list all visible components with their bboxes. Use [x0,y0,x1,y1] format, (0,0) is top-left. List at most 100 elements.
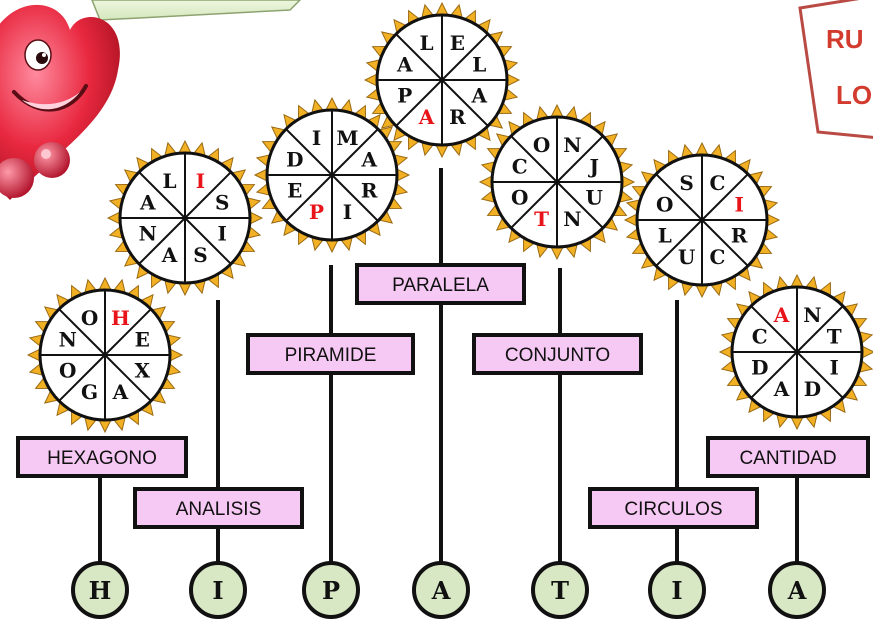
wheel-letter: C [709,245,725,269]
answer-letter: T [551,576,569,605]
wheel-letter: L [163,169,177,193]
wheel-letter: R [449,105,466,129]
wheel-letter: R [361,178,378,202]
answer-circle-shape [531,561,589,619]
answer-letter: A [431,576,451,605]
wheel-letter: A [161,243,178,267]
wheel-letter: N [563,207,581,231]
wheel-letter: J [587,155,598,179]
heart-mascot-illustration [0,5,120,200]
answer-circle-shape [768,561,826,619]
wheel-letter: L [658,223,672,247]
wheel-letter: A [470,83,487,107]
title-box: RU LO [798,0,873,139]
wheel-letter: O [511,185,528,209]
word-label-piramide: PIRAMIDE [246,333,415,375]
answer-circle-3: P [302,561,360,619]
wheel-letter: H [111,306,130,330]
wheel-letter: P [309,200,324,224]
wheel-letter: A [418,105,435,129]
wheel-letter: S [679,171,693,195]
wheel-divider [701,173,749,221]
wheel-divider [556,181,604,229]
wheel-letter: S [215,191,229,215]
wheel-letter: O [59,358,76,382]
wheel-divider [104,354,152,402]
wheel-divider [510,135,558,183]
word-label-cantidad: CANTIDAD [706,436,870,478]
answer-circle-shape [189,561,247,619]
wheel-divider [655,173,703,221]
wheel-letter: C [512,155,528,179]
wheel-letter: E [135,328,150,352]
wheels-layer: HEXAGONOISISANALMARIPEDIELARAPALNJUNTOCO… [26,1,873,434]
word-label-hexagono: HEXAGONO [16,436,188,478]
wheel-letter: U [586,185,603,209]
answer-letter: I [671,576,682,605]
label-text: CONJUNTO [505,345,610,366]
wheel-letter: I [830,355,839,379]
wheel-letter: A [396,53,413,77]
wheel-letter: C [709,171,725,195]
wheel-divider [750,351,798,399]
label-text: PIRAMIDE [285,345,377,366]
answer-circle-7: A [768,561,826,619]
answer-circle-2: I [189,561,247,619]
wheel-divider [655,219,703,267]
wheel-divider [331,174,379,222]
answer-circle-1: H [71,561,129,619]
answer-letter: P [322,576,340,605]
wheel-divider [104,308,152,356]
wheel-divider [138,217,186,265]
wheel-letter: D [286,148,303,172]
wheel-letter: I [343,200,352,224]
wheel-divider [184,171,232,219]
wheel-divider [701,219,749,267]
wheel-letter: N [139,221,157,245]
wheel-letter: E [287,178,302,202]
wheel-letter: M [336,126,358,150]
wheel-letter: E [450,31,465,55]
wheel-letter: I [196,169,205,193]
label-box [133,487,304,529]
word-wheel-hexagono: HEXAGONO [26,276,184,434]
answer-circle-6: I [648,561,706,619]
wheel-divider [441,33,489,81]
wheel-letter: D [804,377,821,401]
wheel-divider [184,217,232,265]
title-line-1: RU [826,24,864,54]
label-text: CIRCULOS [624,499,722,520]
wheel-letter: A [773,377,790,401]
wheel-divider [796,305,844,353]
wheel-divider [750,305,798,353]
label-box [355,263,526,305]
wheel-letter: A [360,148,377,172]
wheel-letter: N [563,133,581,157]
label-box [472,333,643,375]
wheel-letter: S [193,243,207,267]
wheel-divider [285,174,333,222]
wheel-letter: G [81,380,98,404]
answer-circle-shape [302,561,360,619]
label-text: PARALELA [392,275,489,296]
label-text: ANALISIS [176,499,262,520]
wheel-letter: A [773,303,790,327]
label-text: CANTIDAD [739,448,836,469]
wheel-letter: I [218,221,227,245]
wheel-divider [796,351,844,399]
wheel-letter: D [751,355,768,379]
wheel-letter: N [803,303,821,327]
labels-layer: HEXAGONO ANALISIS PIRAMIDE PARALELA CONJUNTO… [16,263,870,529]
wheel-divider [441,79,489,127]
wheel-divider [395,79,443,127]
label-box [588,487,759,529]
title-banner-left [91,0,302,21]
answer-circle-shape [412,561,470,619]
wheel-letter: N [59,328,77,352]
wheel-divider [58,354,106,402]
label-box [246,333,415,375]
wheel-letter: L [472,53,486,77]
